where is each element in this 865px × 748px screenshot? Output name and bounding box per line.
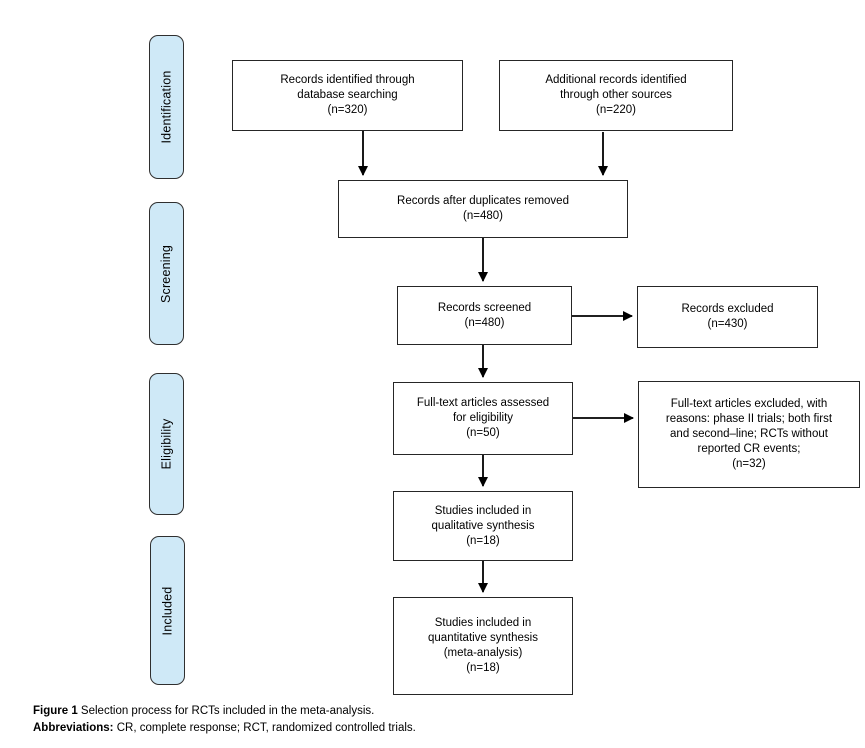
box-qualitative-synthesis: Studies included in qualitative synthesi… xyxy=(393,491,573,561)
stage-screening: Screening xyxy=(149,202,184,345)
stage-eligibility-label: Eligibility xyxy=(159,418,174,470)
caption-abbreviations-text: CR, complete response; RCT, randomized c… xyxy=(113,722,416,734)
box-after-duplicates: Records after duplicates removed (n=480) xyxy=(338,180,628,238)
stage-identification: Identification xyxy=(149,35,184,179)
caption-figure-text: Selection process for RCTs included in t… xyxy=(77,705,375,717)
caption-abbreviations-label: Abbreviations: xyxy=(33,722,114,734)
box-records-screened: Records screened (n=480) xyxy=(397,286,572,345)
stage-eligibility: Eligibility xyxy=(149,373,184,515)
box-quantitative-synthesis: Studies included in quantitative synthes… xyxy=(393,597,573,695)
stage-included: Included xyxy=(150,536,185,685)
stage-identification-label: Identification xyxy=(159,70,174,144)
box-fulltext-assessed: Full-text articles assessed for eligibil… xyxy=(393,382,573,455)
caption-figure-label: Figure 1 xyxy=(33,705,78,717)
figure-caption: Figure 1 Selection process for RCTs incl… xyxy=(33,703,416,737)
box-records-identified: Records identified through database sear… xyxy=(232,60,463,131)
box-fulltext-excluded: Full-text articles excluded, with reason… xyxy=(638,381,860,488)
caption-line-abbreviations: Abbreviations: CR, complete response; RC… xyxy=(33,720,416,737)
stage-included-label: Included xyxy=(160,586,175,635)
caption-line-figure: Figure 1 Selection process for RCTs incl… xyxy=(33,703,416,720)
box-additional-records: Additional records identified through ot… xyxy=(499,60,733,131)
box-records-excluded: Records excluded (n=430) xyxy=(637,286,818,348)
stage-screening-label: Screening xyxy=(159,244,174,303)
